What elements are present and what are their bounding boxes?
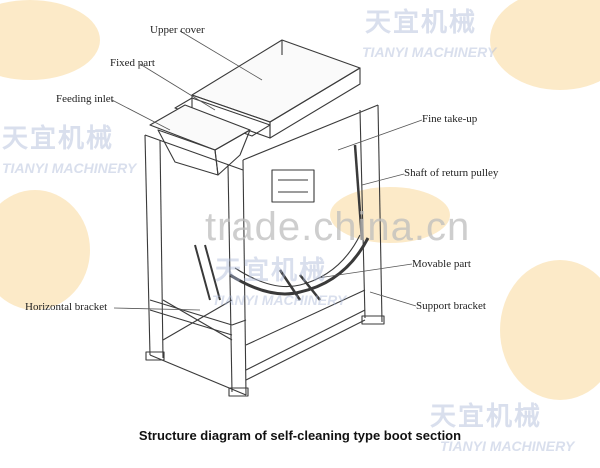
- leader-horizontal-bracket: [113, 307, 201, 311]
- watermark-trade: trade.china.cn: [205, 205, 471, 249]
- diagram-caption: Structure diagram of self-cleaning type …: [138, 428, 462, 443]
- watermark-brand-en: TIANYI MACHINERY: [362, 44, 497, 60]
- label-upper-cover: Upper cover: [150, 24, 205, 36]
- watermark-blob: [490, 0, 600, 90]
- leader-movable-part: [317, 263, 413, 279]
- watermark-blob: [0, 190, 90, 310]
- leader-fine-take-up: [337, 119, 423, 151]
- return-pulley-shaft: [353, 144, 364, 241]
- watermark-brand-cn: 天宜机械: [430, 402, 543, 432]
- label-movable-part: Movable part: [412, 258, 471, 270]
- movable-part-arc-inner: [234, 234, 361, 288]
- label-feeding-inlet: Feeding inlet: [56, 93, 114, 105]
- support-foot: [145, 351, 165, 361]
- leader-shaft-return-pulley: [361, 173, 405, 186]
- leader-support-bracket: [369, 291, 417, 307]
- label-fixed-part: Fixed part: [110, 57, 155, 69]
- movable-part-arc: [229, 237, 370, 296]
- fine-take-up-box: [271, 169, 315, 203]
- label-support-bracket: Support bracket: [416, 300, 486, 312]
- watermark-brand-cn: 天宜机械: [365, 8, 478, 38]
- upper-cover-top: [191, 39, 361, 123]
- watermark-blob: [500, 260, 600, 400]
- leader-upper-cover: [179, 30, 263, 81]
- label-shaft-return-pulley: Shaft of return pulley: [404, 167, 499, 179]
- leader-feeding-inlet: [111, 99, 171, 131]
- watermark-brand-en: TIANYI MACHINERY: [440, 438, 575, 454]
- watermark-brand-cn: 天宜机械: [2, 124, 115, 154]
- upper-cover-side: [269, 67, 361, 139]
- support-foot: [228, 387, 249, 397]
- leader-fixed-part: [139, 63, 216, 111]
- watermark-blob: [0, 0, 100, 80]
- watermark-brand-en: TIANYI MACHINERY: [2, 160, 137, 176]
- support-foot: [361, 315, 385, 325]
- label-horizontal-bracket: Horizontal bracket: [25, 301, 108, 313]
- watermark-brand-cn: 天宜机械: [215, 256, 328, 286]
- feeding-inlet-side: [214, 129, 251, 176]
- watermark-brand-en: TIANYI MACHINERY: [212, 292, 347, 308]
- label-fine-take-up: Fine take-up: [422, 113, 478, 125]
